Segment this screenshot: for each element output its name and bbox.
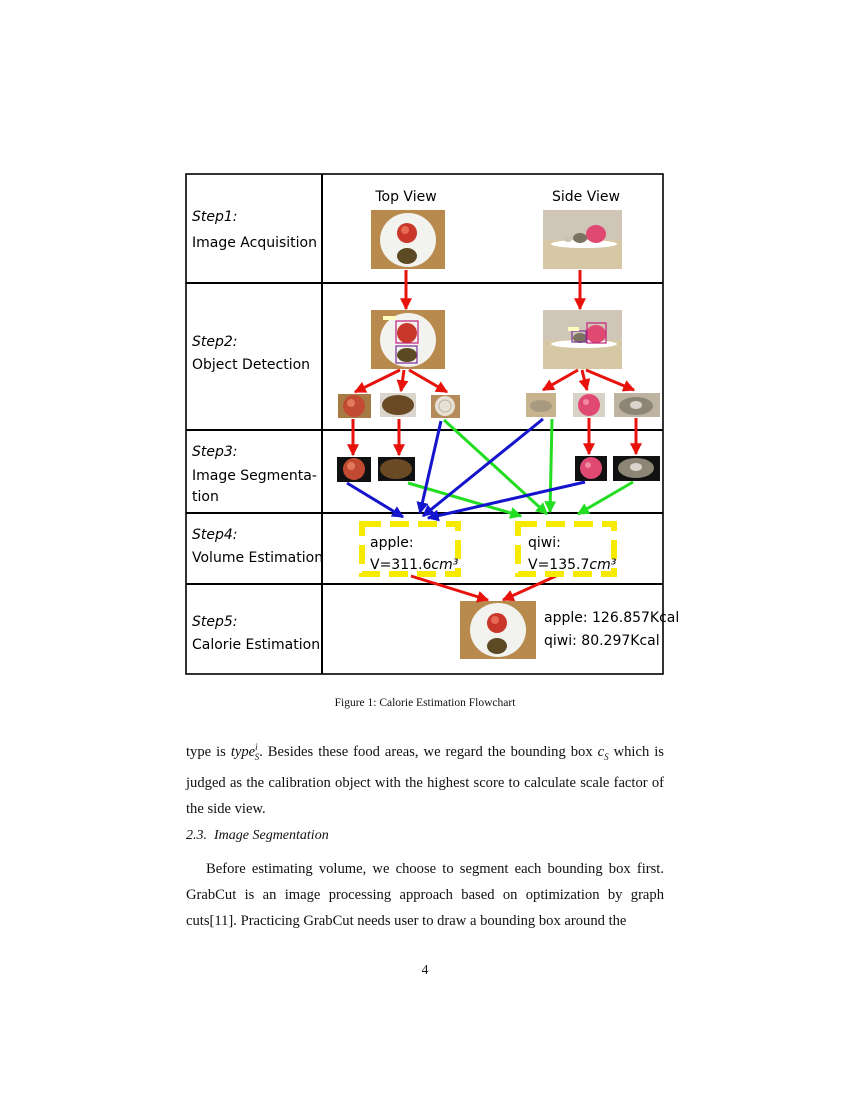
arrow-detection-to-coin-crop — [408, 368, 449, 394]
apple-volume-label: apple: — [370, 535, 414, 551]
crop-kiwi-top — [380, 393, 416, 417]
arrow-side-coin-to-qiwi — [544, 418, 557, 514]
crop-apple-side — [573, 393, 605, 417]
step5-number: Step5: — [192, 614, 238, 630]
arrow-segmented-apple-to-apple-volume — [346, 481, 405, 519]
arrow-side-detection-to-kiwi-crop — [585, 368, 636, 392]
arrow-segmented-side-kiwi-to-qiwi — [576, 480, 634, 516]
step3-name-line1: Image Segmenta- — [192, 468, 317, 484]
arrow-apple-volume-to-calorie — [410, 574, 490, 603]
side-view-detection-photo — [543, 310, 622, 369]
apple-volume-box — [359, 521, 461, 577]
arrow-detection-to-apple-crop — [353, 368, 401, 394]
figure-caption: Figure 1: Calorie Estimation Flowchart — [334, 697, 516, 709]
step2-name: Object Detection — [192, 357, 310, 373]
step2-number: Step2: — [192, 334, 238, 350]
calorie-estimation-flowchart: Step1: Image Acquisition Step2: Object D… — [185, 173, 679, 675]
arrow-top-coin-to-qiwi — [442, 418, 549, 516]
arrow-segmented-side-apple-to-apple-volume — [426, 480, 586, 522]
step1-number: Step1: — [192, 209, 238, 225]
qiwi-calorie-result: qiwi: 80.297Kcal — [544, 633, 660, 649]
blue-arrows — [346, 417, 586, 522]
crop-kiwi-side — [614, 393, 660, 417]
crop-apple-top — [338, 394, 371, 418]
type-symbol: typeiS — [230, 742, 260, 762]
bounding-box-symbol: cS — [597, 743, 609, 762]
step5-name: Calorie Estimation — [192, 637, 320, 653]
red-arrows — [347, 270, 642, 603]
side-view-photo — [543, 210, 622, 269]
top-view-detection-photo — [371, 310, 445, 369]
segmented-kiwi-top — [378, 457, 415, 481]
arrow-side-coin-to-apple-volume — [422, 417, 544, 518]
page-number: 4 — [421, 962, 429, 977]
apple-volume-value: V=311.6cm³ — [370, 557, 459, 573]
step3-name-line2: tion — [192, 489, 219, 505]
qiwi-volume-value: V=135.7cm³ — [528, 557, 617, 573]
paragraph-grabcut: Before estimating volume, we choose to s… — [186, 861, 664, 929]
segmented-apple-side — [575, 456, 607, 481]
qiwi-volume-box — [515, 521, 617, 577]
arrow-side-detection-to-apple-crop — [578, 369, 591, 392]
side-view-header: Side View — [552, 189, 620, 205]
step1-name: Image Acquisition — [192, 235, 317, 251]
arrow-detection-to-kiwi-crop — [396, 369, 409, 393]
top-view-header: Top View — [374, 189, 436, 205]
qiwi-volume-label: qiwi: — [528, 535, 561, 551]
segmented-apple-top — [337, 457, 371, 482]
top-view-photo — [371, 210, 445, 269]
arrow-side-detection-to-coin-crop — [541, 368, 579, 392]
step4-name: Volume Estimation — [192, 550, 323, 566]
step4-number: Step4: — [192, 527, 238, 543]
arrow-top-coin-to-apple-volume — [416, 420, 443, 515]
segmented-kiwi-side — [613, 456, 660, 481]
calorie-result-photo — [460, 601, 536, 659]
apple-calorie-result: apple: 126.857Kcal — [544, 610, 679, 626]
step3-number: Step3: — [192, 444, 238, 460]
crop-coin-side — [526, 393, 556, 417]
crop-coin-top — [431, 395, 460, 418]
section-heading-image-segmentation: 2.3. Image Segmentation — [186, 828, 329, 843]
arrow-kiwi-volume-to-calorie — [501, 574, 557, 602]
paragraph-scale-factor: type is typeiS. Besides these food areas… — [186, 742, 664, 817]
